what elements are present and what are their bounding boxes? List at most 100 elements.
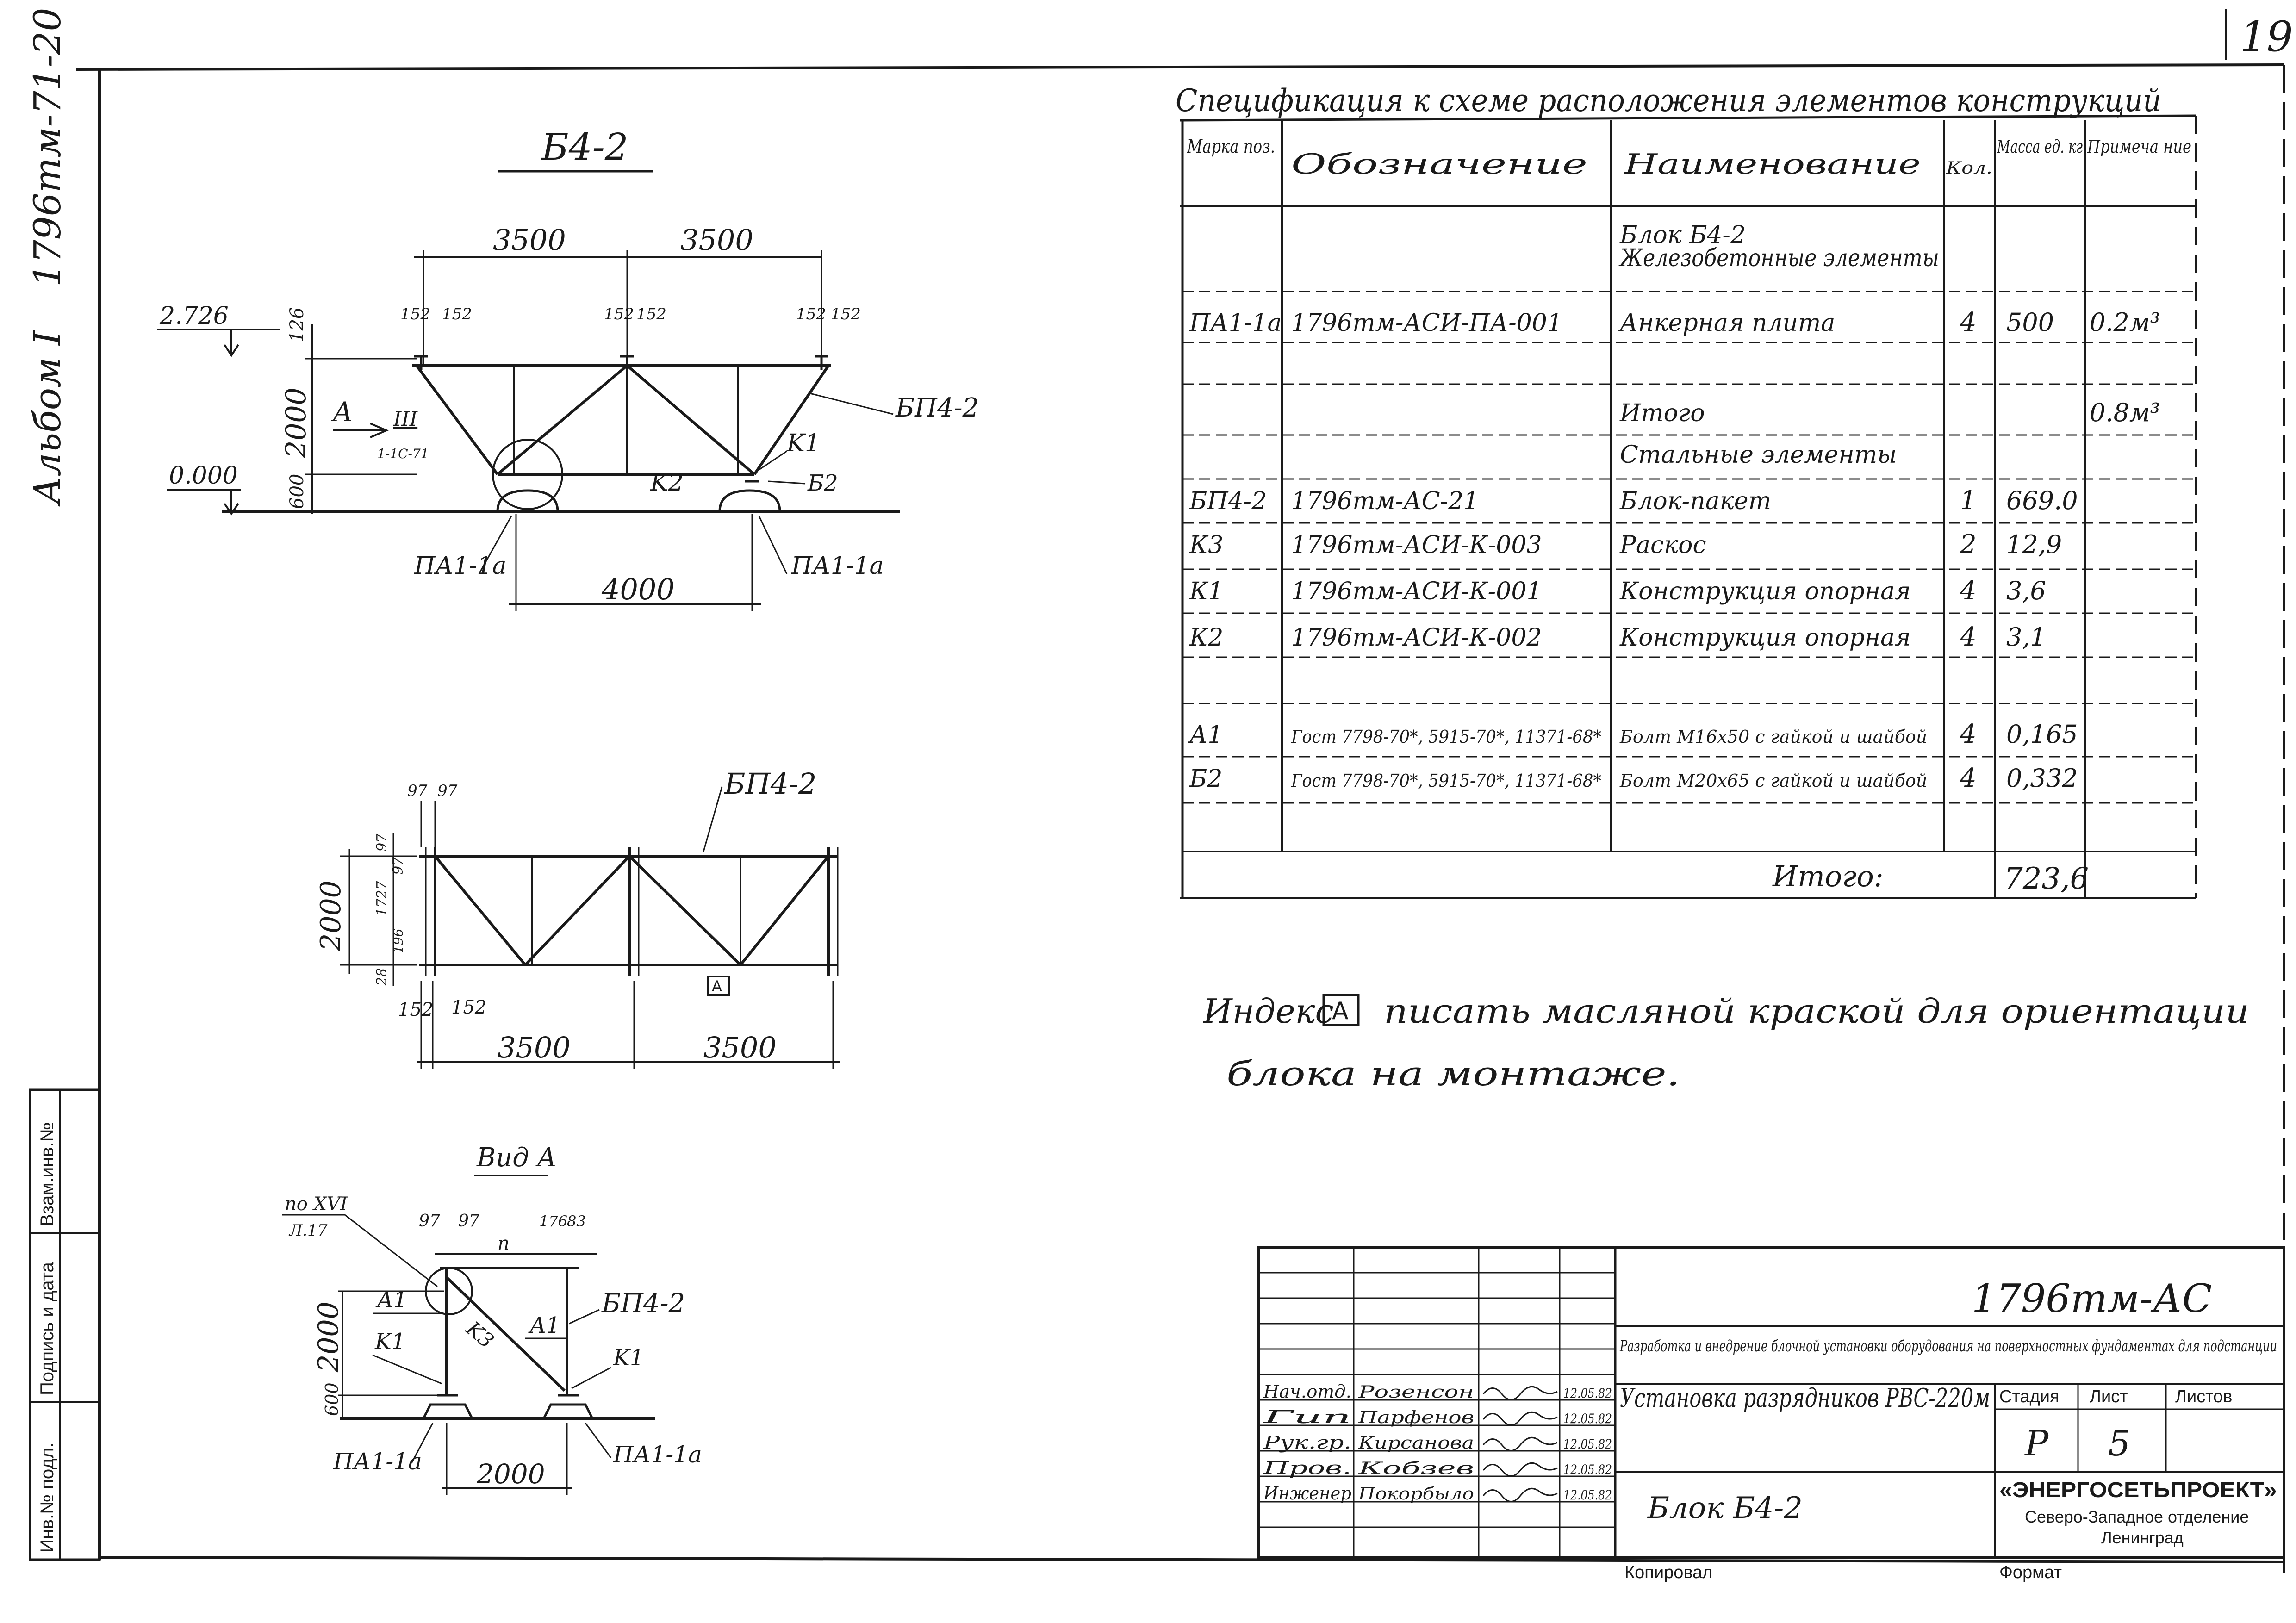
stamp-sheet: 5 [2108, 1423, 2130, 1464]
view-a-label-p: п [498, 1233, 510, 1254]
plan-dim-2000: 2000 [315, 880, 347, 951]
main-dim-600: 600 [286, 474, 308, 509]
stamp-signer-role: Инженер [1263, 1483, 1351, 1504]
spec-cell-name: Раскос [1619, 531, 1706, 559]
plan-dim-97a: 97 [407, 782, 428, 800]
stamp-sheet-label: Лист [2090, 1387, 2128, 1406]
stamp-signer-role: Нач.отд. [1263, 1381, 1351, 1402]
spec-header-mark: Марка поз. [1187, 136, 1275, 157]
view-a-dim-bottom: 2000 [476, 1458, 545, 1490]
spec-cell-mass: 3,1 [2006, 622, 2046, 652]
main-dim-126: 126 [286, 307, 308, 342]
plan-dim-28: 28 [374, 968, 390, 986]
stamp-signer-role: Рук.гр. [1263, 1432, 1351, 1453]
spec-cell-designation: Гост 7798-70*, 5915-70*, 11371-68* [1291, 727, 1601, 747]
spec-cell-name: Итого [1619, 399, 1705, 427]
plan-dim-97c: 97 [374, 833, 390, 852]
side-signature-date: Подпись и дата [37, 1262, 57, 1395]
main-label-b2: Б2 [807, 470, 838, 496]
spec-header-name: Наименование [1624, 148, 1921, 180]
spec-cell-qty: 4 [1960, 763, 1977, 793]
spec-cell-mark: К1 [1189, 578, 1223, 605]
view-a-dim-600: 600 [322, 1382, 342, 1416]
plan-index-a: A [712, 977, 722, 995]
main-pa-right: ПА1-1а [791, 552, 884, 580]
spec-cell-name: Конструкция опорная [1619, 624, 1911, 652]
plan-dim-97b: 97 [437, 782, 458, 800]
note-index-box [1322, 994, 1360, 1026]
stamp-signer-name: Кирсанова [1358, 1434, 1474, 1453]
main-label-k2: K2 [650, 469, 684, 497]
signature-scribble [1482, 1487, 1558, 1502]
spec-cell-qty: 4 [1960, 719, 1977, 749]
main-node-circle [492, 439, 563, 510]
stamp-title: Установка разрядников РВС-220м [1620, 1383, 1990, 1413]
side-inv-original: Инв.№ подл. [37, 1443, 57, 1553]
spec-cell-name: Болт М20х65 с гайкой и шайбой [1619, 771, 1927, 791]
stamp-signer-date: 12.05.82 [1563, 1436, 1612, 1452]
note-line2: блока на монтаже. [1226, 1054, 1680, 1093]
view-a-dim-2000: 2000 [312, 1301, 345, 1373]
plan-dim-152b: 152 [451, 997, 486, 1018]
main-arrow-a: A [331, 396, 353, 428]
spec-title: Спецификация к схеме расположения элемен… [1176, 83, 2161, 118]
stamp-signer-date: 12.05.82 [1563, 1462, 1612, 1477]
spec-cell-mark: А1 [1188, 721, 1223, 749]
spec-cell-designation: 1796тм-АСИ-К-002 [1291, 624, 1542, 652]
main-dim-152a: 152 [400, 305, 430, 323]
stamp-stage: Р [2024, 1423, 2049, 1464]
view-a-title: Вид А [476, 1143, 557, 1173]
spec-cell-mass: 500 [2006, 308, 2054, 337]
title-block: 1796тм-АС Разработка и внедрение блочной… [1257, 1246, 2285, 1582]
spec-cell-name: Анкерная плита [1618, 309, 1835, 337]
spec-cell-note: 0.2м³ [2090, 308, 2160, 337]
stamp-signer-date: 12.05.82 [1563, 1386, 1612, 1401]
spec-cell-name: Железобетонные элементы [1618, 244, 1939, 272]
stamp-grid [1259, 1272, 1615, 1528]
margin-album: Альбом I [26, 330, 69, 507]
main-dim-152b: 152 [442, 305, 472, 323]
spec-cell-qty: 4 [1960, 622, 1977, 652]
spec-cell-qty: 4 [1960, 576, 1977, 606]
main-anchor-left [496, 489, 559, 513]
spec-cell-mass: 12,9 [2006, 530, 2062, 559]
stamp-signer-name: Розенсон [1358, 1383, 1474, 1402]
spec-cell-name: Стальные элементы [1620, 441, 1897, 469]
spec-cell-mass: 0,165 [2006, 720, 2078, 749]
page-number: 19 [2240, 12, 2293, 61]
stamp-signer-name: Парфенов [1358, 1408, 1474, 1427]
spec-cell-mark: К2 [1189, 624, 1223, 652]
side-stamp: Взам.инв.№ Подпись и дата Инв.№ подл. [29, 1088, 101, 1561]
view-a-dim-97b: 97 [458, 1212, 479, 1231]
spec-cell-name: Болт М16х50 с гайкой и шайбой [1619, 727, 1927, 747]
plan-dim-1727: 1727 [374, 881, 390, 916]
note-line1-before: Индекс [1202, 992, 1334, 1031]
spec-total-label: Итого: [1772, 859, 1884, 893]
spec-total-value: 723,6 [2004, 862, 2089, 896]
view-a-ref-sheet: Л.17 [288, 1221, 328, 1240]
stamp-signer-role: Пров. [1263, 1458, 1351, 1478]
spec-cell-qty: 2 [1960, 529, 1977, 560]
plan-index-box [707, 976, 730, 996]
stamp-copied: Копировал [1624, 1563, 1712, 1582]
main-view-title: Б4-2 [541, 125, 628, 168]
stamp-format: Формат [1999, 1563, 2062, 1582]
view-a-frame [440, 1267, 579, 1395]
view-a-pa-right: ПА1-1а [613, 1441, 702, 1468]
view-a-anchor-right [541, 1403, 595, 1420]
spec-header-qty: Кол. [1946, 159, 1992, 178]
main-truss [412, 355, 831, 476]
stamp-org-city: Ленинград [2101, 1528, 2184, 1547]
stamp-sheets-label: Листов [2175, 1387, 2232, 1406]
view-a: Вид А по XVI Л.17 97 97 176 83 п A1 A1 K… [282, 1143, 702, 1495]
spec-cell-name: Конструкция опорная [1619, 578, 1911, 605]
spec-cell-designation: 1796тм-АСИ-К-003 [1291, 531, 1542, 559]
view-a-anchor-left [421, 1403, 474, 1420]
spec-row-lines [1182, 291, 2196, 804]
plan-dim-196: 196 [391, 929, 406, 953]
main-elevation-view: Б4-2 3500 3500 152 152 152 152 152 152 2… [157, 125, 979, 611]
spec-table: Спецификация к схеме расположения элемен… [1176, 83, 2197, 899]
view-a-bp: БП4-2 [601, 1288, 685, 1318]
